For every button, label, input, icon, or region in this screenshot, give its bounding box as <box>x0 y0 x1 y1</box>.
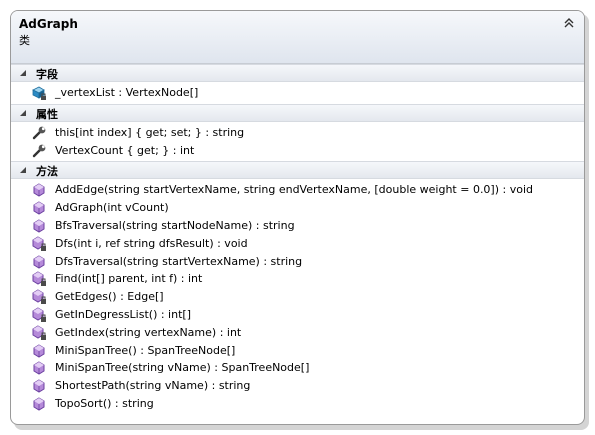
member-signature: Dfs(int i, ref string dfsResult) : void <box>55 236 248 250</box>
member-row[interactable]: ShortestPath(string vName) : string <box>11 377 584 395</box>
member-signature: ShortestPath(string vName) : string <box>55 379 251 393</box>
private-method-icon <box>31 325 47 341</box>
collapse-triangle-icon[interactable] <box>19 109 27 117</box>
member-signature: AdGraph(int vCount) <box>55 201 169 215</box>
class-name: AdGraph <box>19 17 78 31</box>
private-method-icon <box>31 289 47 305</box>
member-signature: BfsTraversal(string startNodeName) : str… <box>55 218 295 232</box>
section-fields[interactable]: 字段 <box>11 64 584 82</box>
member-signature: VertexCount { get; } : int <box>55 143 195 157</box>
member-row[interactable]: GetIndex(string vertexName) : int <box>11 324 584 342</box>
private-method-icon <box>31 271 47 287</box>
section-methods[interactable]: 方法 <box>11 161 584 180</box>
private-field-icon <box>31 85 47 101</box>
member-row[interactable]: this[int index] { get; set; } : string <box>11 124 584 142</box>
methods-list: AddEdge(string startVertexName, string e… <box>11 179 584 414</box>
fields-list: _vertexList : VertexNode[] <box>11 82 584 104</box>
member-row[interactable]: BfsTraversal(string startNodeName) : str… <box>11 217 584 235</box>
method-icon <box>31 343 47 359</box>
member-signature: MiniSpanTree() : SpanTreeNode[] <box>55 343 236 357</box>
member-signature: GetInDegressList() : int[] <box>55 307 191 321</box>
member-signature: Find(int[] parent, int f) : int <box>55 272 203 286</box>
section-title: 方法 <box>36 165 58 179</box>
section-properties[interactable]: 属性 <box>11 103 584 122</box>
class-header[interactable]: AdGraph 类 <box>11 11 584 64</box>
member-row[interactable]: TopoSort() : string <box>11 395 584 413</box>
member-row[interactable]: MiniSpanTree() : SpanTreeNode[] <box>11 342 584 360</box>
member-row[interactable]: GetInDegressList() : int[] <box>11 306 584 324</box>
member-row[interactable]: AdGraph(int vCount) <box>11 199 584 217</box>
collapse-chevron-icon[interactable] <box>562 17 576 29</box>
collapse-triangle-icon[interactable] <box>19 166 27 174</box>
property-icon <box>31 125 47 141</box>
method-icon <box>31 396 47 412</box>
class-kind: 类 <box>19 34 30 47</box>
member-row[interactable]: MiniSpanTree(string vName) : SpanTreeNod… <box>11 359 584 377</box>
method-icon <box>31 360 47 376</box>
section-title: 字段 <box>36 68 58 81</box>
member-signature: MiniSpanTree(string vName) : SpanTreeNod… <box>55 361 310 375</box>
method-icon <box>31 254 47 270</box>
member-signature: AddEdge(string startVertexName, string e… <box>55 183 533 197</box>
member-row[interactable]: AddEdge(string startVertexName, string e… <box>11 181 584 199</box>
member-signature: this[int index] { get; set; } : string <box>55 125 245 139</box>
member-row[interactable]: Dfs(int i, ref string dfsResult) : void <box>11 235 584 253</box>
method-icon <box>31 218 47 234</box>
method-icon <box>31 378 47 394</box>
member-signature: TopoSort() : string <box>55 396 154 410</box>
method-icon <box>31 182 47 198</box>
class-box[interactable]: AdGraph 类 字段 _vertexList : VertexNode[] … <box>10 10 585 425</box>
collapse-triangle-icon[interactable] <box>19 69 27 77</box>
member-row[interactable]: VertexCount { get; } : int <box>11 142 584 160</box>
method-icon <box>31 200 47 216</box>
member-signature: _vertexList : VertexNode[] <box>55 86 199 99</box>
member-signature: GetIndex(string vertexName) : int <box>55 325 242 339</box>
member-row[interactable]: _vertexList : VertexNode[] <box>11 84 584 102</box>
member-row[interactable]: Find(int[] parent, int f) : int <box>11 270 584 288</box>
member-signature: DfsTraversal(string startVertexName) : s… <box>55 254 303 268</box>
member-signature: GetEdges() : Edge[] <box>55 290 164 304</box>
private-method-icon <box>31 236 47 252</box>
section-title: 属性 <box>36 107 58 121</box>
member-row[interactable]: DfsTraversal(string startVertexName) : s… <box>11 253 584 271</box>
private-method-icon <box>31 307 47 323</box>
member-row[interactable]: GetEdges() : Edge[] <box>11 288 584 306</box>
property-icon <box>31 143 47 159</box>
